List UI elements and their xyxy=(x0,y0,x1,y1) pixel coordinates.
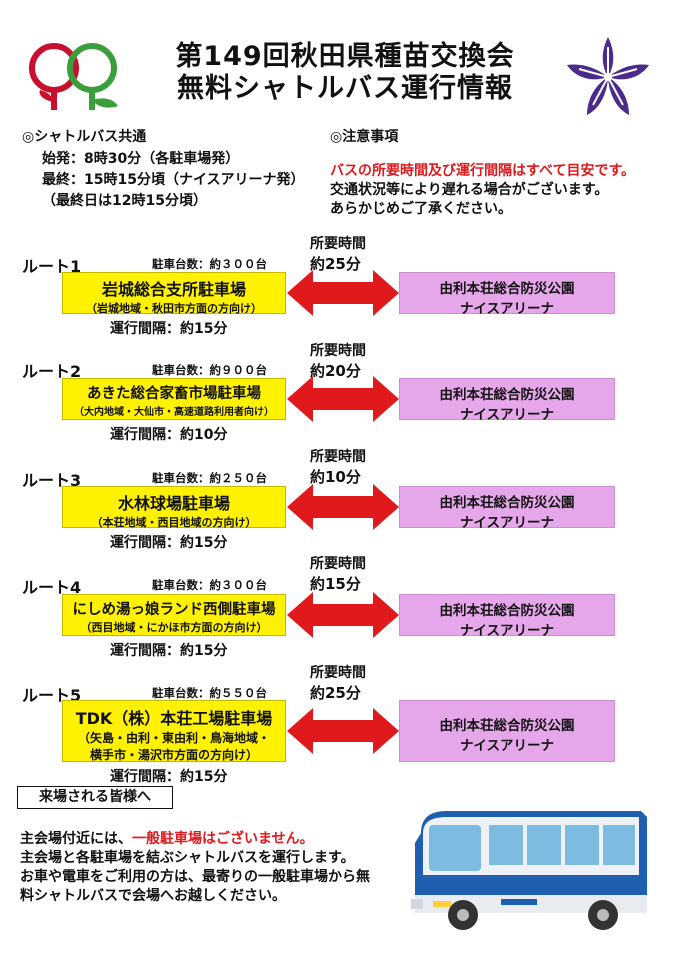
route5-interval: 運行間隔：約15分 xyxy=(110,769,228,785)
notes-heading: ◎注意事項 xyxy=(330,129,399,145)
route3-parking-box: 水林球場駐車場（本荘地域・西目地域の方向け） xyxy=(62,486,286,529)
notes-line1: バスの所要時間及び運行間隔はすべて目安です。 xyxy=(330,163,636,179)
route4-parking-count: 駐車台数：約３００台 xyxy=(152,578,267,592)
route1-duration: 所要時間約25分 xyxy=(310,236,366,273)
notes-line2: 交通状況等により遅れる場合がございます。 xyxy=(330,182,609,198)
last-bus-text: 最終：15時15分頃（ナイスアリーナ発） xyxy=(42,172,305,188)
route3-interval: 運行間隔：約15分 xyxy=(110,535,228,551)
route3-duration: 所要時間約10分 xyxy=(310,449,366,486)
page-title-line2: 無料シャトルバス運行情報 xyxy=(177,73,513,104)
double-arrow-icon xyxy=(287,270,399,316)
shuttle-bus-illustration xyxy=(411,811,647,930)
route2-parking-count: 駐車台数：約９００台 xyxy=(152,363,267,377)
route5-duration: 所要時間約25分 xyxy=(310,665,366,702)
route3-destination-box: 由利本荘総合防災公園ナイスアリーナ xyxy=(399,486,615,531)
route4-destination-box: 由利本荘総合防災公園ナイスアリーナ xyxy=(399,594,615,639)
page-title-line1: 第149回秋田県種苗交換会 xyxy=(175,41,515,72)
route2-duration: 所要時間約20分 xyxy=(310,343,366,380)
route2-interval: 運行間隔：約10分 xyxy=(110,427,228,443)
route4-parking-box: にしめ湯っ娘ランド西側駐車場（西目地域・にかほ市方面の方向け） xyxy=(62,594,286,636)
first-bus-text: 始発：8時30分（各駐車場発） xyxy=(42,151,240,167)
last-day-text: （最終日は12時15分頃） xyxy=(42,193,207,209)
route1-parking-box: 岩城総合支所駐車場（岩城地域・秋田市方面の方向け） xyxy=(62,272,286,315)
route2-parking-box: あきた総合家畜市場駐車場（大内地域・大仙市・高速道路利用者向け） xyxy=(62,378,286,420)
double-arrow-icon xyxy=(287,376,399,422)
route1-parking-count: 駐車台数：約３００台 xyxy=(152,257,267,271)
route5-parking-count: 駐車台数：約５５０台 xyxy=(152,686,267,700)
bellflower-emblem-icon xyxy=(567,37,649,115)
route4-label: ルート4 xyxy=(22,578,82,597)
double-arrow-icon xyxy=(287,708,399,754)
route3-parking-count: 駐車台数：約２５０台 xyxy=(152,471,267,485)
route1-label: ルート1 xyxy=(22,257,82,276)
footer-line3: お車や電車をご利用の方は、最寄りの一般駐車場から無 xyxy=(20,869,370,885)
common-heading: ◎シャトルバス共通 xyxy=(22,129,147,145)
footer-lead: 主会場付近には、一般駐車場はございません。 xyxy=(20,831,314,847)
route1-destination-box: 由利本荘総合防災公園ナイスアリーナ xyxy=(399,272,615,317)
visitors-notice-box: 来場される皆様へ xyxy=(17,786,173,809)
route5-parking-box: TDK（株）本荘工場駐車場 （矢島・由利・東由利・鳥海地域・ 横手市・湯沢市方面… xyxy=(62,700,286,762)
seed-exchange-logo-icon xyxy=(29,43,118,110)
double-arrow-icon xyxy=(287,484,399,530)
double-arrow-icon xyxy=(287,592,399,638)
route3-label: ルート3 xyxy=(22,471,82,490)
route2-destination-box: 由利本荘総合防災公園ナイスアリーナ xyxy=(399,378,615,423)
route4-interval: 運行間隔：約15分 xyxy=(110,643,228,659)
notes-line3: あらかじめご了承ください。 xyxy=(330,201,512,217)
route4-duration: 所要時間約15分 xyxy=(310,556,366,593)
route5-destination-box: 由利本荘総合防災公園ナイスアリーナ xyxy=(399,700,615,762)
route2-label: ルート2 xyxy=(22,362,82,381)
footer-line4: 料シャトルバスで会場へお越しください。 xyxy=(20,888,286,904)
footer-line2: 主会場と各駐車場を結ぶシャトルバスを運行します。 xyxy=(20,850,355,866)
route1-interval: 運行間隔：約15分 xyxy=(110,321,228,337)
